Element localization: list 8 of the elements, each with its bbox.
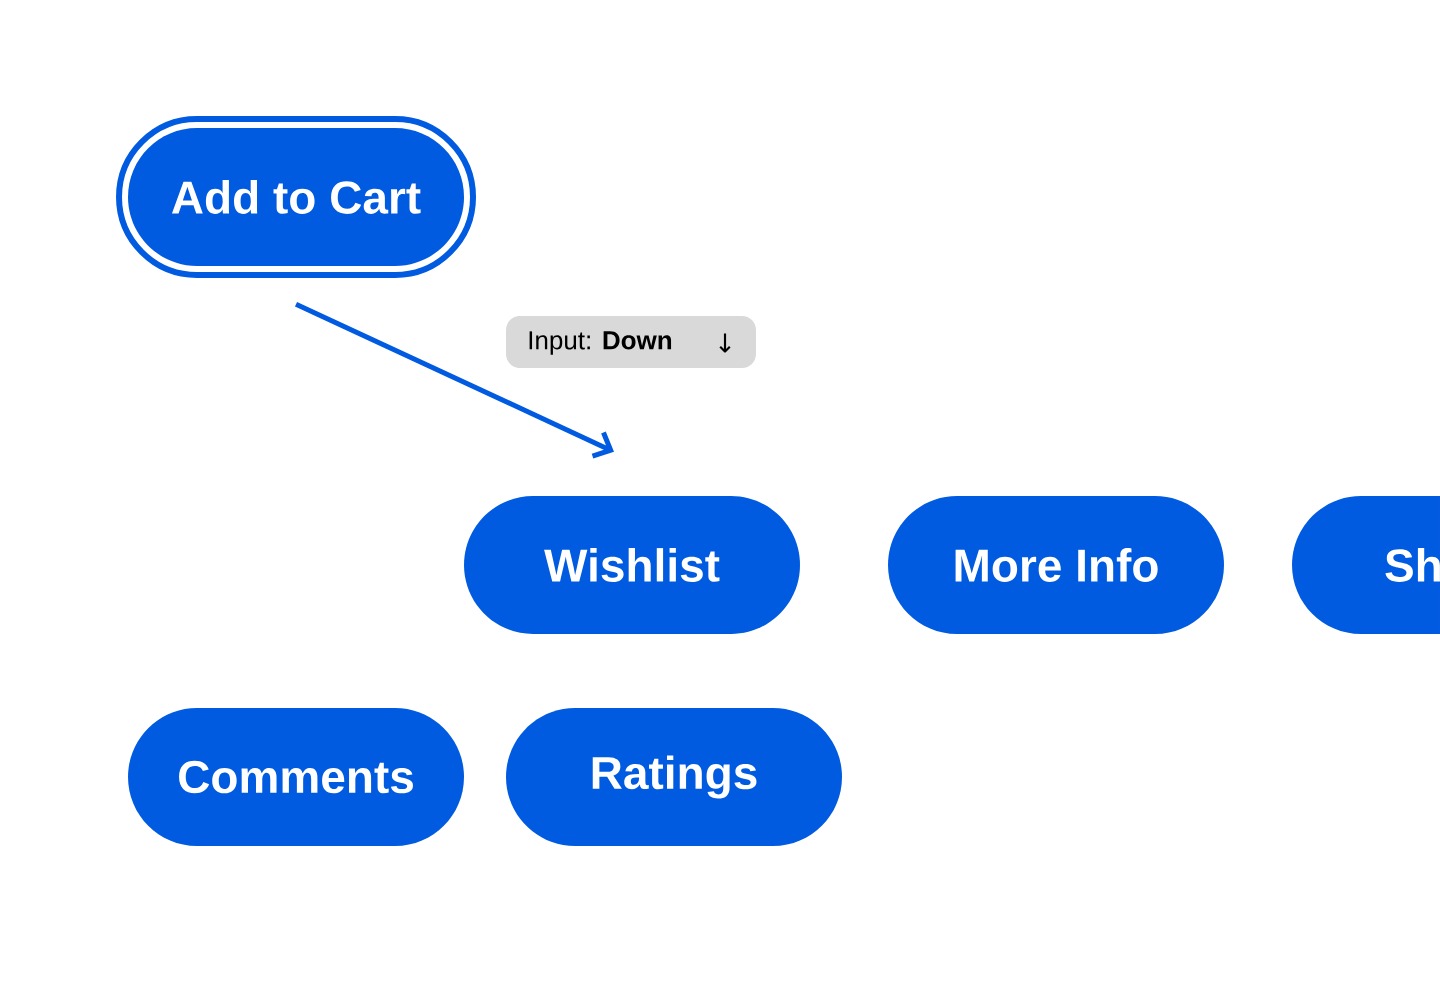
button: Sh xyxy=(1292,496,1440,634)
button: Wishlist xyxy=(464,496,800,634)
button: Comments xyxy=(128,708,464,846)
button: Ratings xyxy=(506,708,842,846)
button: More Info xyxy=(888,496,1224,634)
button: Add to Cart xyxy=(116,116,476,278)
arrow-symbol: ↓ xyxy=(719,333,731,353)
arrow xyxy=(294,301,614,459)
